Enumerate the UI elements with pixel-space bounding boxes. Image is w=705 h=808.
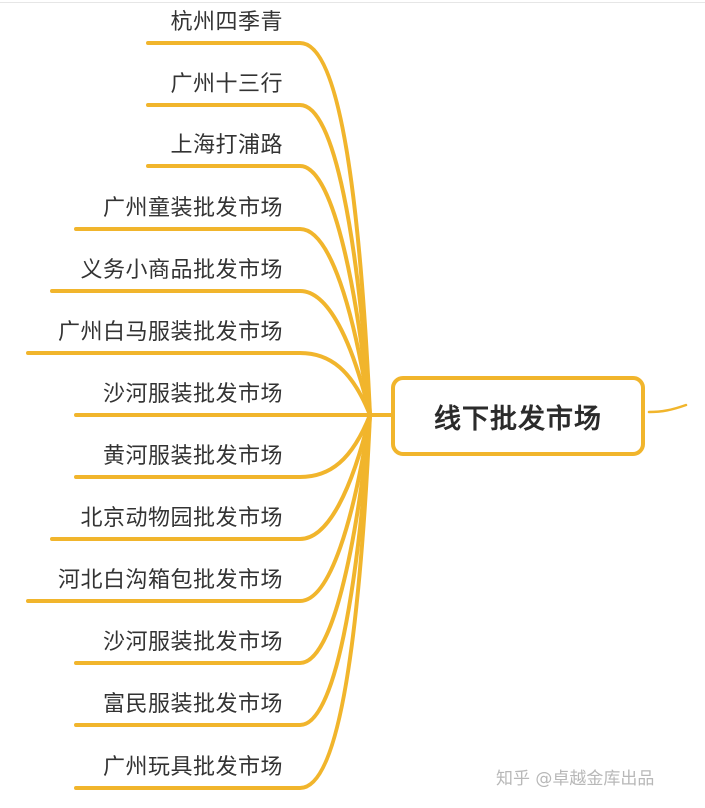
- branch-node[interactable]: 黄河服装批发市场: [102, 444, 283, 469]
- branch-node[interactable]: 沙河服装批发市场: [102, 630, 283, 655]
- branch-node[interactable]: 广州十三行: [170, 72, 283, 97]
- connector-5: [26, 351, 372, 417]
- connector-10: [74, 413, 372, 665]
- watermark: 知乎 @卓越金库出品: [496, 769, 655, 789]
- root-node-label: 线下批发市场: [434, 403, 602, 435]
- connector-9: [26, 413, 372, 603]
- branch-node[interactable]: 广州玩具批发市场: [102, 755, 283, 780]
- connector-0: [146, 41, 372, 417]
- top-divider: [0, 2, 705, 3]
- parent-connector: [647, 403, 688, 414]
- connector-2: [146, 164, 372, 417]
- branch-node[interactable]: 河北白沟箱包批发市场: [57, 568, 283, 593]
- branch-node[interactable]: 杭州四季青: [170, 10, 283, 35]
- connector-4: [50, 289, 372, 417]
- branch-node[interactable]: 广州童装批发市场: [102, 196, 283, 221]
- connector-8: [50, 413, 372, 541]
- connector-7: [74, 413, 372, 479]
- branch-node[interactable]: 上海打浦路: [170, 133, 283, 158]
- connector-1: [146, 103, 372, 417]
- connector-3: [74, 227, 372, 417]
- root-node[interactable]: 线下批发市场: [391, 376, 645, 456]
- branch-node[interactable]: 北京动物园批发市场: [80, 506, 283, 531]
- branch-node[interactable]: 富民服装批发市场: [102, 692, 283, 717]
- branch-node[interactable]: 义务小商品批发市场: [80, 258, 283, 283]
- branch-node[interactable]: 广州白马服装批发市场: [57, 320, 283, 345]
- connector-12: [74, 413, 372, 790]
- branch-node[interactable]: 沙河服装批发市场: [102, 382, 283, 407]
